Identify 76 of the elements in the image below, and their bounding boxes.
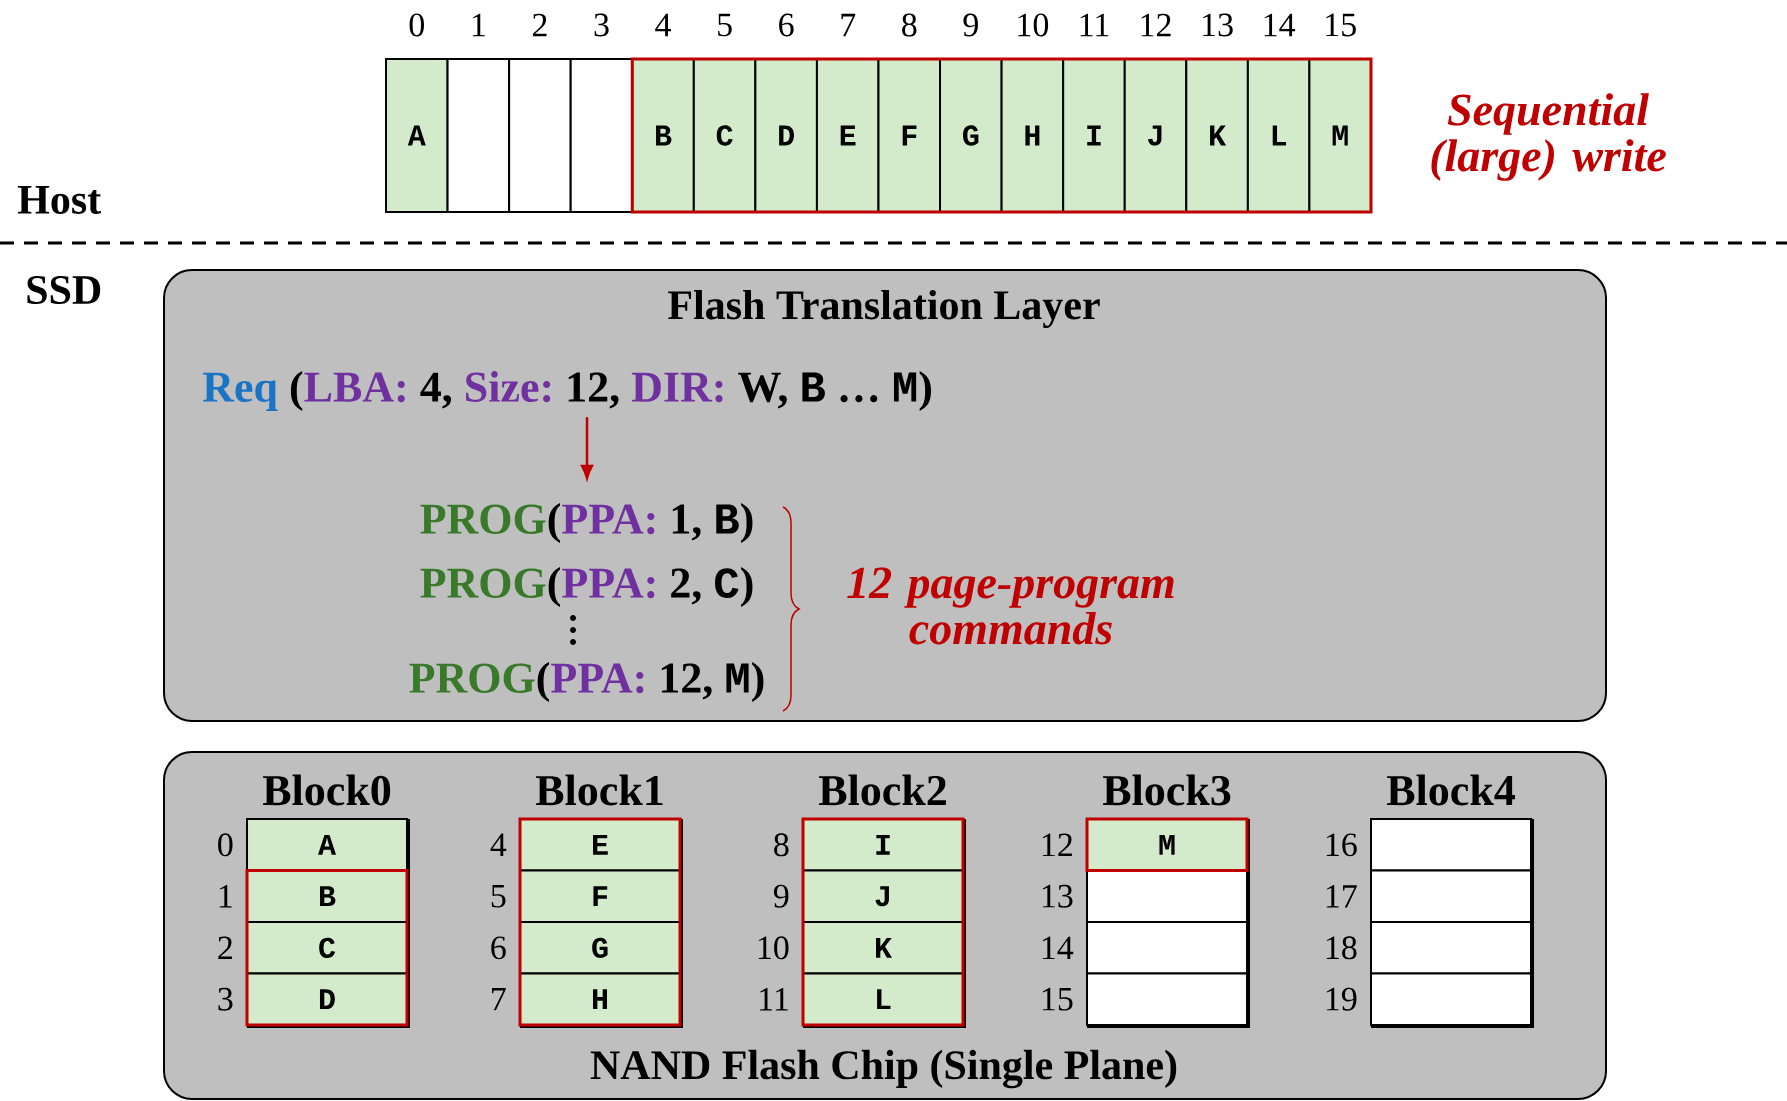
index-number: 15 <box>1042 987 1073 1011</box>
command-text: PROG(PPA: 12, M) <box>409 662 764 702</box>
index-number: 9 <box>773 884 789 908</box>
memory-cell: B <box>246 869 408 923</box>
node-label: Block3 <box>1102 774 1231 806</box>
index-number: 4 <box>655 13 671 37</box>
command-text: PROG(PPA: 2, C) <box>420 567 753 607</box>
section-label: Host <box>17 186 101 214</box>
index-number: 10 <box>758 936 789 960</box>
index-number: 3 <box>218 987 233 1011</box>
memory-cell: C <box>692 58 757 213</box>
node-label: Block0 <box>262 774 391 806</box>
index-number: 8 <box>902 13 917 37</box>
index-number: 1 <box>219 885 232 908</box>
memory-cell: K <box>1185 58 1249 213</box>
memory-cell: F <box>877 58 942 213</box>
index-number: 9 <box>963 13 978 37</box>
node-label: Block4 <box>1386 774 1515 806</box>
index-number: 0 <box>218 833 233 857</box>
index-number: 5 <box>491 884 506 908</box>
index-number: 2 <box>218 936 232 960</box>
index-number: 14 <box>1042 936 1074 960</box>
index-number: 19 <box>1326 987 1357 1011</box>
section-label: SSD <box>27 275 101 305</box>
memory-cell: C <box>246 921 408 975</box>
node-label: Block1 <box>535 774 663 806</box>
index-number: 6 <box>779 13 794 37</box>
index-number: 3 <box>594 13 609 37</box>
index-number: 16 <box>1326 833 1357 857</box>
memory-cell: A <box>246 818 408 872</box>
node-label: Block2 <box>818 774 946 806</box>
index-number: 12 <box>1042 833 1072 857</box>
index-number: 11 <box>1080 13 1109 37</box>
memory-cell: D <box>246 972 408 1026</box>
caption-text: Sequential (large) write <box>1431 93 1666 181</box>
index-number: 1 <box>472 13 485 37</box>
memory-cell: M <box>1086 818 1248 872</box>
brace-label: 12 page-program commands <box>847 567 1174 645</box>
memory-cell: G <box>519 921 681 975</box>
index-number: 10 <box>1018 13 1049 37</box>
index-number: 4 <box>490 833 507 856</box>
index-number: 12 <box>1141 13 1171 37</box>
memory-cell: H <box>1000 58 1065 213</box>
arrow <box>581 417 594 480</box>
memory-cell: E <box>815 58 880 213</box>
memory-cell: D <box>754 58 818 213</box>
index-number: 6 <box>491 936 506 960</box>
memory-cell: A <box>385 58 449 213</box>
memory-cell: H <box>519 972 681 1026</box>
memory-cell: L <box>802 972 964 1026</box>
index-number: 0 <box>409 13 424 37</box>
index-number: 17 <box>1326 885 1357 908</box>
memory-cell: J <box>802 869 964 923</box>
memory-cell: J <box>1123 58 1188 213</box>
memory-cell: L <box>1246 58 1311 213</box>
index-number: 7 <box>841 13 856 37</box>
index-number: 2 <box>532 13 547 37</box>
memory-cell: K <box>802 921 964 975</box>
memory-cell: M <box>1308 58 1372 213</box>
index-number: 13 <box>1042 884 1073 908</box>
memory-cell: G <box>939 58 1003 213</box>
index-number: 14 <box>1264 13 1296 37</box>
memory-cell: I <box>1062 58 1126 213</box>
index-number: 7 <box>492 988 506 1011</box>
index-number: 5 <box>718 13 732 37</box>
index-number: 15 <box>1326 13 1356 37</box>
command-text: PROG(PPA: 1, B) <box>420 503 753 543</box>
memory-cell: B <box>631 58 695 213</box>
memory-cell: I <box>802 818 964 872</box>
index-number: 18 <box>1326 936 1357 960</box>
index-number: 13 <box>1203 13 1233 37</box>
memory-cell: E <box>519 818 681 872</box>
index-number: 8 <box>774 833 789 857</box>
memory-cell: F <box>519 869 681 923</box>
index-number: 11 <box>760 988 788 1011</box>
request-text: Req (LBA: 4, Size: 12, DIR: W, B … M) <box>202 371 931 411</box>
